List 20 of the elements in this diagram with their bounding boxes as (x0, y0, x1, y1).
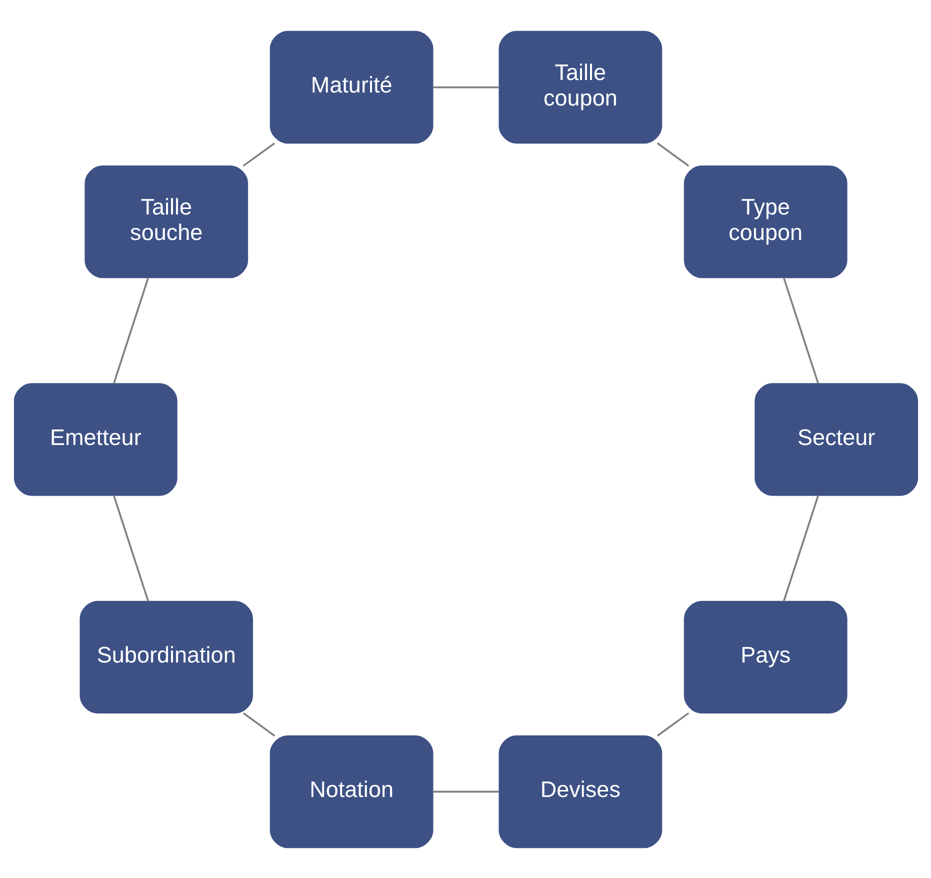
node-box: Taille souche (84, 164, 248, 278)
connector (432, 86, 499, 88)
node-box: Type coupon (683, 164, 847, 278)
connector (112, 494, 149, 601)
connector (242, 712, 275, 736)
connector (782, 494, 819, 602)
node-box: Secteur (754, 382, 918, 496)
node-box: Pays (683, 600, 847, 714)
connector (432, 790, 499, 792)
connector (656, 142, 689, 166)
connector (656, 712, 689, 736)
connector (782, 277, 819, 384)
node-box: Subordination (79, 600, 252, 714)
node-box: Devises (498, 734, 662, 848)
node-box: Notation (269, 734, 433, 848)
connector (242, 142, 275, 166)
node-box: Taille coupon (498, 30, 662, 144)
node-box: Emetteur (13, 382, 177, 496)
node-box: Maturité (269, 30, 433, 144)
connector (112, 276, 149, 384)
